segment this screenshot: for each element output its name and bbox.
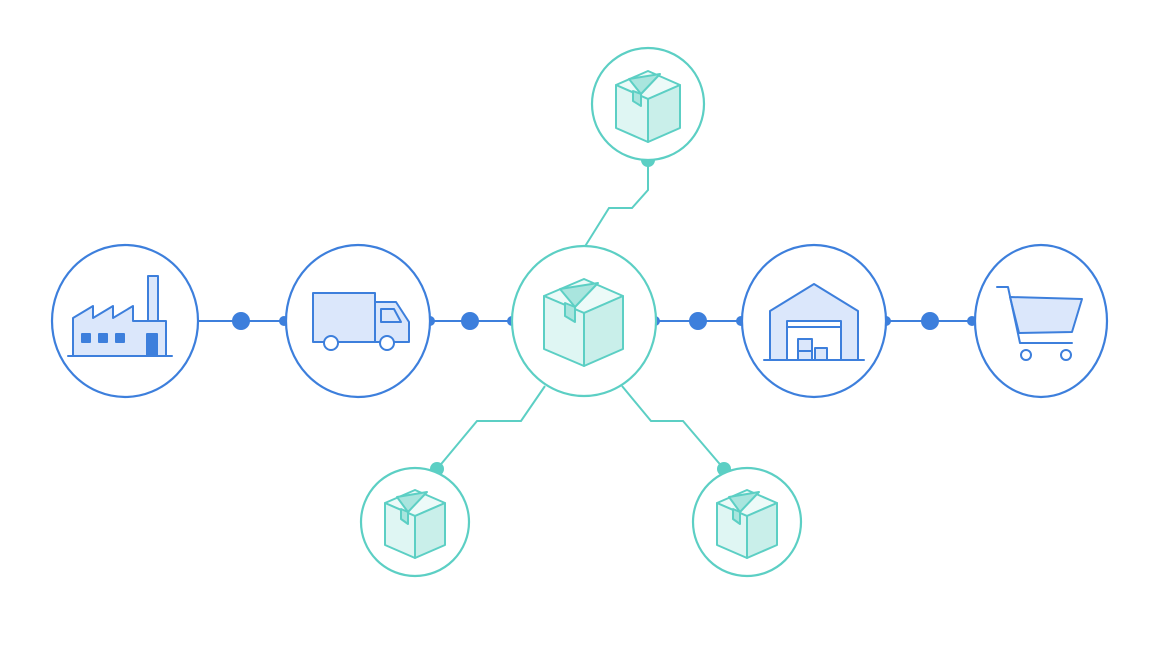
link-hub-package-bottom-right — [621, 385, 725, 470]
node-truck — [284, 243, 432, 399]
package-box-icon — [384, 489, 446, 559]
delivery-truck-icon — [312, 292, 410, 351]
node-package-bottom-right — [691, 466, 803, 578]
link-hub-package-top — [583, 162, 649, 249]
connector-dot — [921, 312, 939, 330]
connector-dot — [689, 312, 707, 330]
node-cart — [973, 243, 1109, 399]
package-box-icon — [615, 70, 681, 143]
connector-dot — [232, 312, 250, 330]
node-package-bottom-left — [359, 466, 471, 578]
node-package-top — [590, 46, 706, 162]
warehouse-icon — [763, 283, 865, 361]
link-hub-package-bottom-left — [436, 385, 546, 470]
node-hub — [510, 244, 658, 398]
shopping-cart-icon — [996, 286, 1083, 361]
factory-icon — [67, 275, 173, 357]
package-box-icon — [716, 489, 778, 559]
connector-lines — [199, 162, 975, 470]
package-box-icon — [543, 278, 624, 367]
connector-dot — [461, 312, 479, 330]
node-factory — [50, 243, 200, 399]
node-warehouse — [740, 243, 888, 399]
